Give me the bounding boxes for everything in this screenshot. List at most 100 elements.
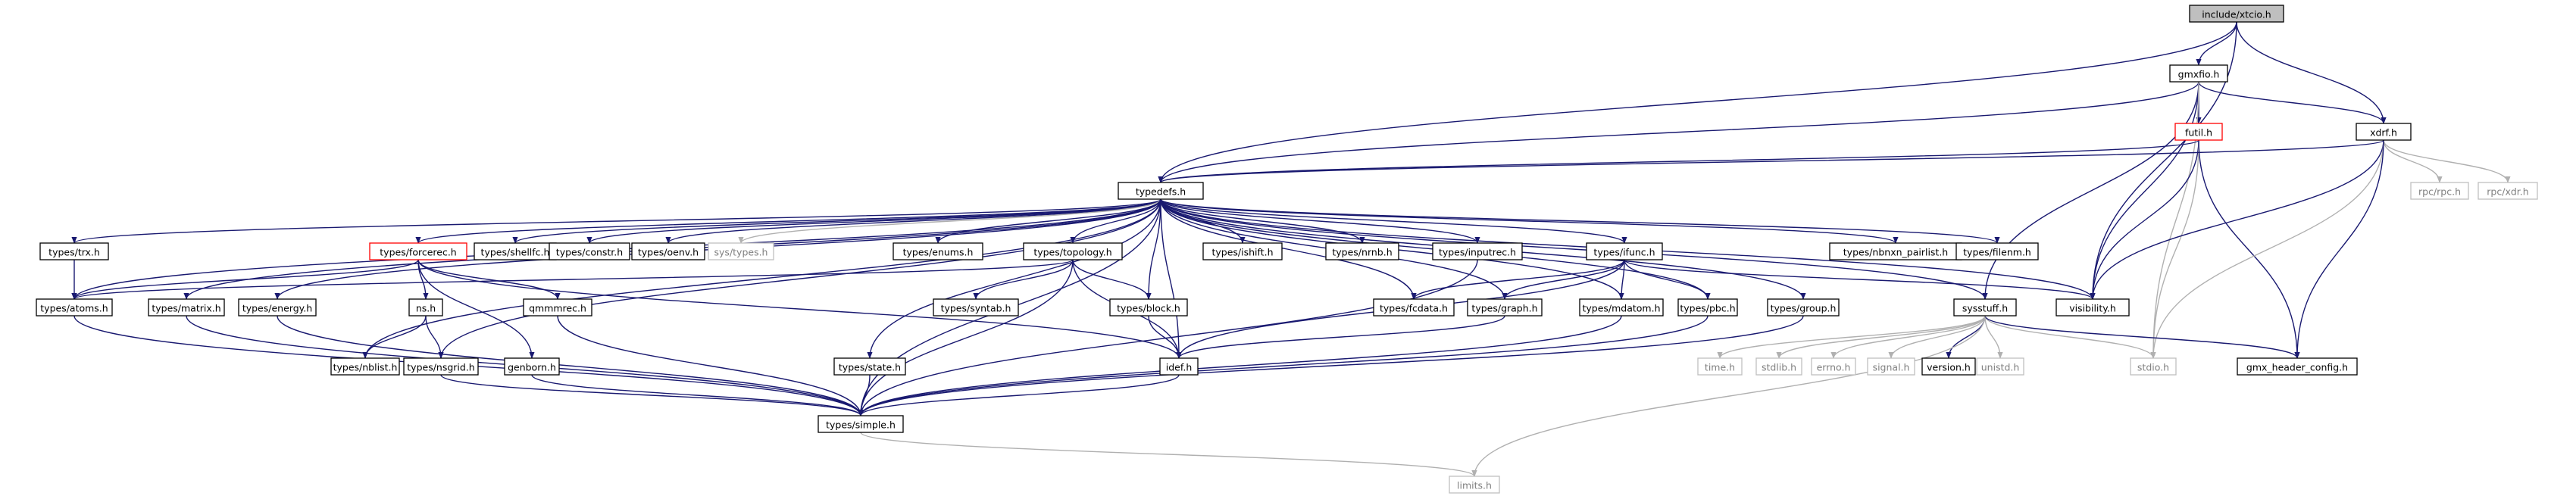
node-nsgrid[interactable]: types/nsgrid.h xyxy=(403,357,479,376)
node-sysstuff-box xyxy=(1953,298,2017,317)
node-forcerec[interactable]: types/forcerec.h xyxy=(369,242,467,260)
node-syntab[interactable]: types/syntab.h xyxy=(933,298,1019,317)
edge-topology-to-simple xyxy=(858,259,1074,416)
node-stdio-box xyxy=(2130,357,2177,376)
node-stdio-label: stdio.h xyxy=(2137,362,2169,373)
node-inputrec[interactable]: types/inputrec.h xyxy=(1432,242,1523,260)
edge-xdrf-to-rpc xyxy=(2383,139,2443,183)
node-graph[interactable]: types/graph.h xyxy=(1467,298,1543,317)
node-topology[interactable]: types/topology.h xyxy=(1023,242,1123,260)
node-sysstuff[interactable]: sysstuff.h xyxy=(1953,298,2017,317)
node-signal: signal.h xyxy=(1867,357,1915,376)
node-stdlib-label: stdlib.h xyxy=(1762,362,1796,373)
edge-root-to-xdrf xyxy=(2236,21,2387,124)
node-matrix-box xyxy=(148,298,225,317)
node-oenv-box xyxy=(631,242,705,260)
edge-topology-to-atoms xyxy=(71,259,1074,300)
node-filenm-label: types/filenm.h xyxy=(1963,247,2031,258)
node-state-box xyxy=(833,357,906,376)
node-genborn[interactable]: genborn.h xyxy=(504,357,560,376)
node-nblist-label: types/nblist.h xyxy=(333,362,398,373)
node-gmxheader-box xyxy=(2237,357,2358,376)
edge-ifunc-to-graph xyxy=(1502,259,1625,300)
node-atoms[interactable]: types/atoms.h xyxy=(36,298,113,317)
node-visibility[interactable]: visibility.h xyxy=(2055,298,2130,317)
node-pbc[interactable]: types/pbc.h xyxy=(1677,298,1738,317)
edge-typedefs-to-oenv xyxy=(665,198,1161,244)
node-systypes: sys/types.h xyxy=(708,242,774,260)
node-nblist-box xyxy=(330,357,400,376)
node-qmmmrec[interactable]: qmmmrec.h xyxy=(523,298,592,317)
edge-typedefs-to-nsgrid xyxy=(438,198,1161,359)
node-xdrf[interactable]: xdrf.h xyxy=(2356,123,2412,141)
node-fcdata[interactable]: types/fcdata.h xyxy=(1373,298,1455,317)
node-nbnxn[interactable]: types/nbnxn_pairlist.h xyxy=(1829,242,1962,260)
node-qmmmrec-label: qmmmrec.h xyxy=(529,303,586,314)
node-stdlib: stdlib.h xyxy=(1755,357,1802,376)
node-block[interactable]: types/block.h xyxy=(1109,298,1188,317)
node-idef[interactable]: idef.h xyxy=(1159,357,1199,376)
edge-mdatom-to-simple xyxy=(858,315,1622,416)
edge-gmxfio-to-typedefs xyxy=(1158,81,2199,183)
node-gmxheader[interactable]: gmx_header_config.h xyxy=(2237,357,2358,376)
node-ishift-box xyxy=(1202,242,1283,260)
edge-gmxfio-to-visibility xyxy=(2090,81,2199,300)
node-typedefs[interactable]: typedefs.h xyxy=(1118,182,1204,200)
node-genborn-box xyxy=(504,357,560,376)
node-constr[interactable]: types/constr.h xyxy=(549,242,630,260)
node-nsgrid-label: types/nsgrid.h xyxy=(407,362,474,373)
edge-topology-to-block xyxy=(1072,259,1152,300)
node-group-label: types/group.h xyxy=(1771,303,1837,314)
node-matrix[interactable]: types/matrix.h xyxy=(148,298,225,317)
node-shellfc[interactable]: types/shellfc.h xyxy=(474,242,557,260)
node-oenv[interactable]: types/oenv.h xyxy=(631,242,705,260)
node-nbnxn-label: types/nbnxn_pairlist.h xyxy=(1843,247,1948,258)
node-nblist[interactable]: types/nblist.h xyxy=(330,357,400,376)
node-filenm-box xyxy=(1955,242,2039,260)
edge-typedefs-to-nrnb xyxy=(1160,198,1365,244)
node-atoms-label: types/atoms.h xyxy=(40,303,108,314)
node-typedefs-label: typedefs.h xyxy=(1136,186,1186,198)
node-ishift[interactable]: types/ishift.h xyxy=(1202,242,1283,260)
node-ns-label: ns.h xyxy=(416,303,436,314)
node-ishift-label: types/ishift.h xyxy=(1211,247,1273,258)
edge-xdrf-to-typedefs xyxy=(1158,139,2384,183)
edge-root-to-visibility xyxy=(2090,21,2237,300)
node-timeh-label: time.h xyxy=(1705,362,1735,373)
edge-typedefs-to-block xyxy=(1146,198,1161,300)
node-mdatom[interactable]: types/mdatom.h xyxy=(1579,298,1664,317)
edge-idef-to-simple xyxy=(858,374,1180,416)
edge-ifunc-to-visibility xyxy=(1624,259,2096,300)
node-trx[interactable]: types/trx.h xyxy=(39,242,109,260)
node-ns[interactable]: ns.h xyxy=(408,298,443,317)
node-simple[interactable]: types/simple.h xyxy=(818,415,904,433)
node-unistd-box xyxy=(1976,357,2024,376)
node-state[interactable]: types/state.h xyxy=(833,357,906,376)
node-root-label: include/xtcio.h xyxy=(2202,9,2271,20)
node-ifunc[interactable]: types/ifunc.h xyxy=(1586,242,1663,260)
node-rpcxdr: rpc/xdr.h xyxy=(2478,182,2538,200)
edge-xdrf-to-gmxheader xyxy=(2294,139,2384,359)
node-futil[interactable]: futil.h xyxy=(2174,123,2223,141)
node-group[interactable]: types/group.h xyxy=(1767,298,1840,317)
node-enums[interactable]: types/enums.h xyxy=(893,242,983,260)
node-ifunc-label: types/ifunc.h xyxy=(1593,247,1655,258)
node-visibility-box xyxy=(2055,298,2130,317)
node-root[interactable]: include/xtcio.h xyxy=(2189,5,2284,23)
node-topology-label: types/topology.h xyxy=(1033,247,1111,258)
edge-xdrf-to-stdio xyxy=(2150,139,2384,359)
node-root-box xyxy=(2189,5,2284,23)
node-filenm[interactable]: types/filenm.h xyxy=(1955,242,2039,260)
edge-xdrf-to-visibility xyxy=(2090,139,2384,300)
node-gmxfio[interactable]: gmxfio.h xyxy=(2169,64,2228,83)
node-nrnb[interactable]: types/nrnb.h xyxy=(1325,242,1399,260)
edge-ns-to-nblist xyxy=(362,315,427,359)
node-energy[interactable]: types/energy.h xyxy=(238,298,317,317)
edge-sysstuff-to-stdio xyxy=(1984,315,2156,359)
node-nrnb-label: types/nrnb.h xyxy=(1332,247,1392,258)
edge-typedefs-to-fcdata xyxy=(1160,198,1417,300)
node-version-box xyxy=(1921,357,1976,376)
edge-ifunc-to-mdatom xyxy=(1618,259,1625,300)
node-version[interactable]: version.h xyxy=(1921,357,1976,376)
node-pbc-label: types/pbc.h xyxy=(1680,303,1735,314)
